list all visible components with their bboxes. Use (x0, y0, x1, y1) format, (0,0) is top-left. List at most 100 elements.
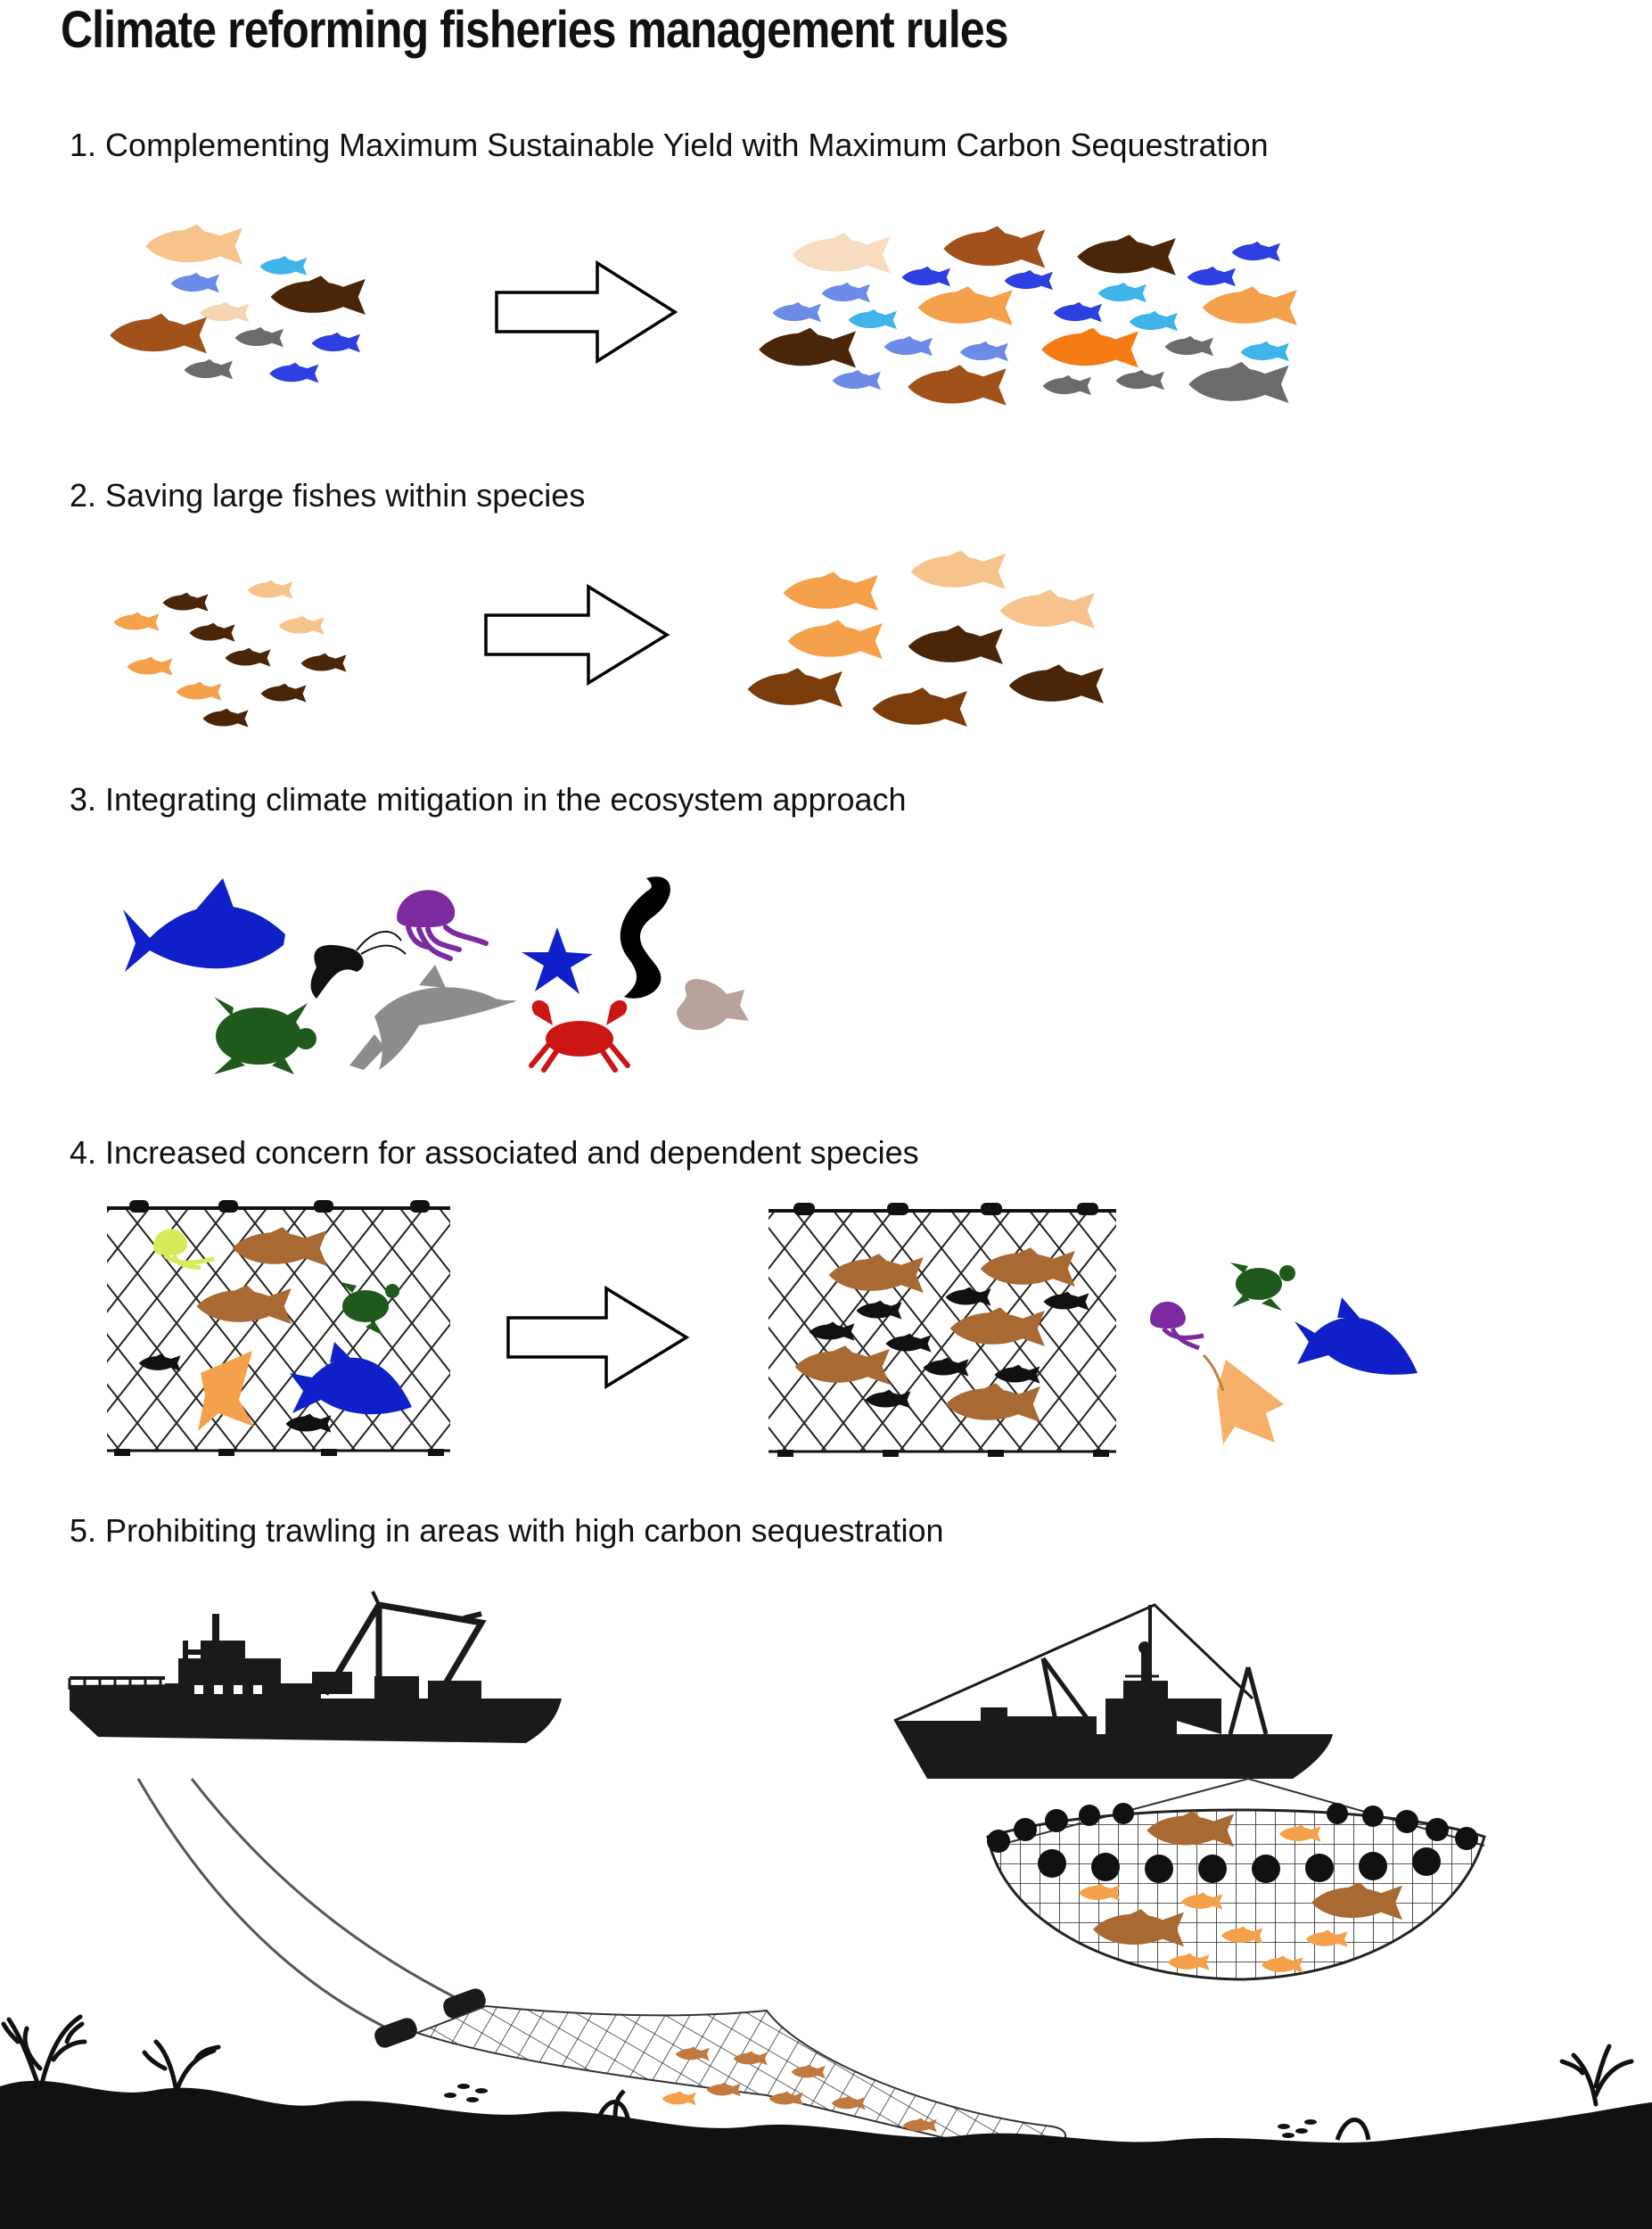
crab-icon (529, 999, 630, 1073)
otter-board-icon (374, 2018, 417, 2048)
arrow-right-icon (484, 583, 670, 687)
fish-blue (311, 332, 360, 353)
float-icon (981, 1203, 1002, 1215)
float-line (987, 1803, 1478, 1883)
fish-gray (1042, 374, 1091, 396)
fish-lightblue (772, 301, 821, 323)
fish-gray (1188, 361, 1289, 404)
section-1-small-school (110, 224, 366, 383)
jellyfish-icon (1150, 1301, 1204, 1351)
section-4-heading: 4. Increased concern for associated and … (70, 1134, 919, 1171)
fish-lightblue (821, 282, 870, 303)
fish-gray (1164, 335, 1213, 357)
warp-cable (190, 1778, 464, 2003)
warp-cable (136, 1778, 398, 2035)
section-1-large-school (759, 226, 1297, 406)
fish-peach (278, 615, 325, 635)
fish-cyan (259, 256, 308, 276)
fish-lightblue (959, 341, 1008, 362)
section-4-net-after (768, 1203, 1116, 1457)
fish-peach (999, 589, 1095, 629)
fish-peach (247, 580, 293, 599)
ray-icon (198, 1351, 254, 1431)
fish-darkbrown (202, 708, 249, 728)
fish-brown (908, 365, 1007, 406)
fish-blue (269, 362, 319, 383)
fish-cyan (848, 308, 897, 330)
float-icon (129, 1200, 149, 1213)
fish-orange (787, 620, 883, 659)
fish-darkbrown (300, 653, 347, 672)
section-2-large-fish (747, 550, 1104, 727)
fish-blue (1053, 301, 1102, 323)
section-2-heading: 2. Saving large fishes within species (70, 477, 586, 514)
fish-orange (783, 572, 878, 611)
fish-lightblue (884, 335, 933, 357)
sea-turtle-icon (214, 997, 316, 1074)
fish-cyan (1129, 310, 1178, 332)
coral-icon (1, 2014, 1634, 2107)
page-title: Climate reforming fisheries management r… (61, 1, 1008, 59)
fish-darkbrown (908, 625, 1003, 664)
fish-gray (234, 326, 284, 348)
fish-lightblue (170, 272, 219, 293)
fish-orange (127, 656, 173, 676)
starfish-icon (522, 927, 593, 994)
fish-darkbrown (759, 327, 856, 368)
section-4-net-before (107, 1200, 450, 1456)
fish-cyan (1097, 282, 1147, 303)
fish-icon (662, 2091, 696, 2106)
arrow-right-icon (495, 259, 678, 365)
fish-brown (747, 668, 842, 707)
section-5-heading: 5. Prohibiting trawling in areas with hi… (70, 1512, 944, 1549)
fish-blue (1187, 266, 1236, 287)
eel-icon (620, 876, 670, 999)
section-3-ecosystem-species (123, 876, 749, 1074)
fish-cream (200, 301, 250, 323)
fish-darkbrown (225, 647, 271, 667)
fish-lightblue (832, 369, 881, 391)
trawler-left (68, 1591, 562, 1743)
section-1-heading: 1. Complementing Maximum Sustainable Yie… (70, 127, 1269, 163)
fish-gray (1115, 369, 1164, 391)
arrow-right-icon (506, 1285, 690, 1390)
shrimp-icon (310, 930, 407, 999)
float-icon (314, 1200, 333, 1213)
trawl-net (415, 2004, 1067, 2152)
jellyfish-icon (397, 890, 489, 961)
fish-orange (1202, 286, 1297, 325)
sea-turtle-icon (1230, 1263, 1295, 1311)
fish-gray (184, 358, 233, 380)
seiner-hull (894, 1716, 1333, 1779)
fish-orange (917, 286, 1013, 325)
fish-blue (1231, 241, 1280, 262)
tuna-icon (290, 1342, 412, 1415)
fish-brown (110, 313, 207, 354)
seaweed-icon (595, 2089, 1371, 2141)
fish-cream (792, 233, 891, 274)
fish-darkbrown (260, 683, 307, 703)
float-icon (218, 1200, 238, 1213)
fish-darkbrown (1077, 234, 1176, 276)
fish-orange (176, 681, 222, 701)
fish-peach (910, 550, 1006, 589)
trawl-gear (136, 1778, 1067, 2152)
float-icon (1077, 1203, 1098, 1215)
fish-peach (145, 224, 242, 265)
jellyfish-icon (153, 1229, 215, 1271)
fish-brown (943, 226, 1046, 268)
fish-darkbrown (189, 622, 235, 642)
float-icon (410, 1200, 430, 1213)
fish-blue (1004, 269, 1053, 291)
fish-darkbrown (162, 592, 209, 612)
swordfish-icon (349, 965, 517, 1070)
tuna-icon (1294, 1297, 1418, 1375)
fish-cyan (1240, 341, 1289, 362)
section-2-small-fish (113, 580, 347, 728)
purse-seine-net (986, 1778, 1486, 1981)
fish-darkbrown (270, 276, 366, 315)
section-4-released-species (1150, 1263, 1418, 1444)
fish-darkbrown (1008, 664, 1104, 703)
seabed (0, 2014, 1652, 2229)
